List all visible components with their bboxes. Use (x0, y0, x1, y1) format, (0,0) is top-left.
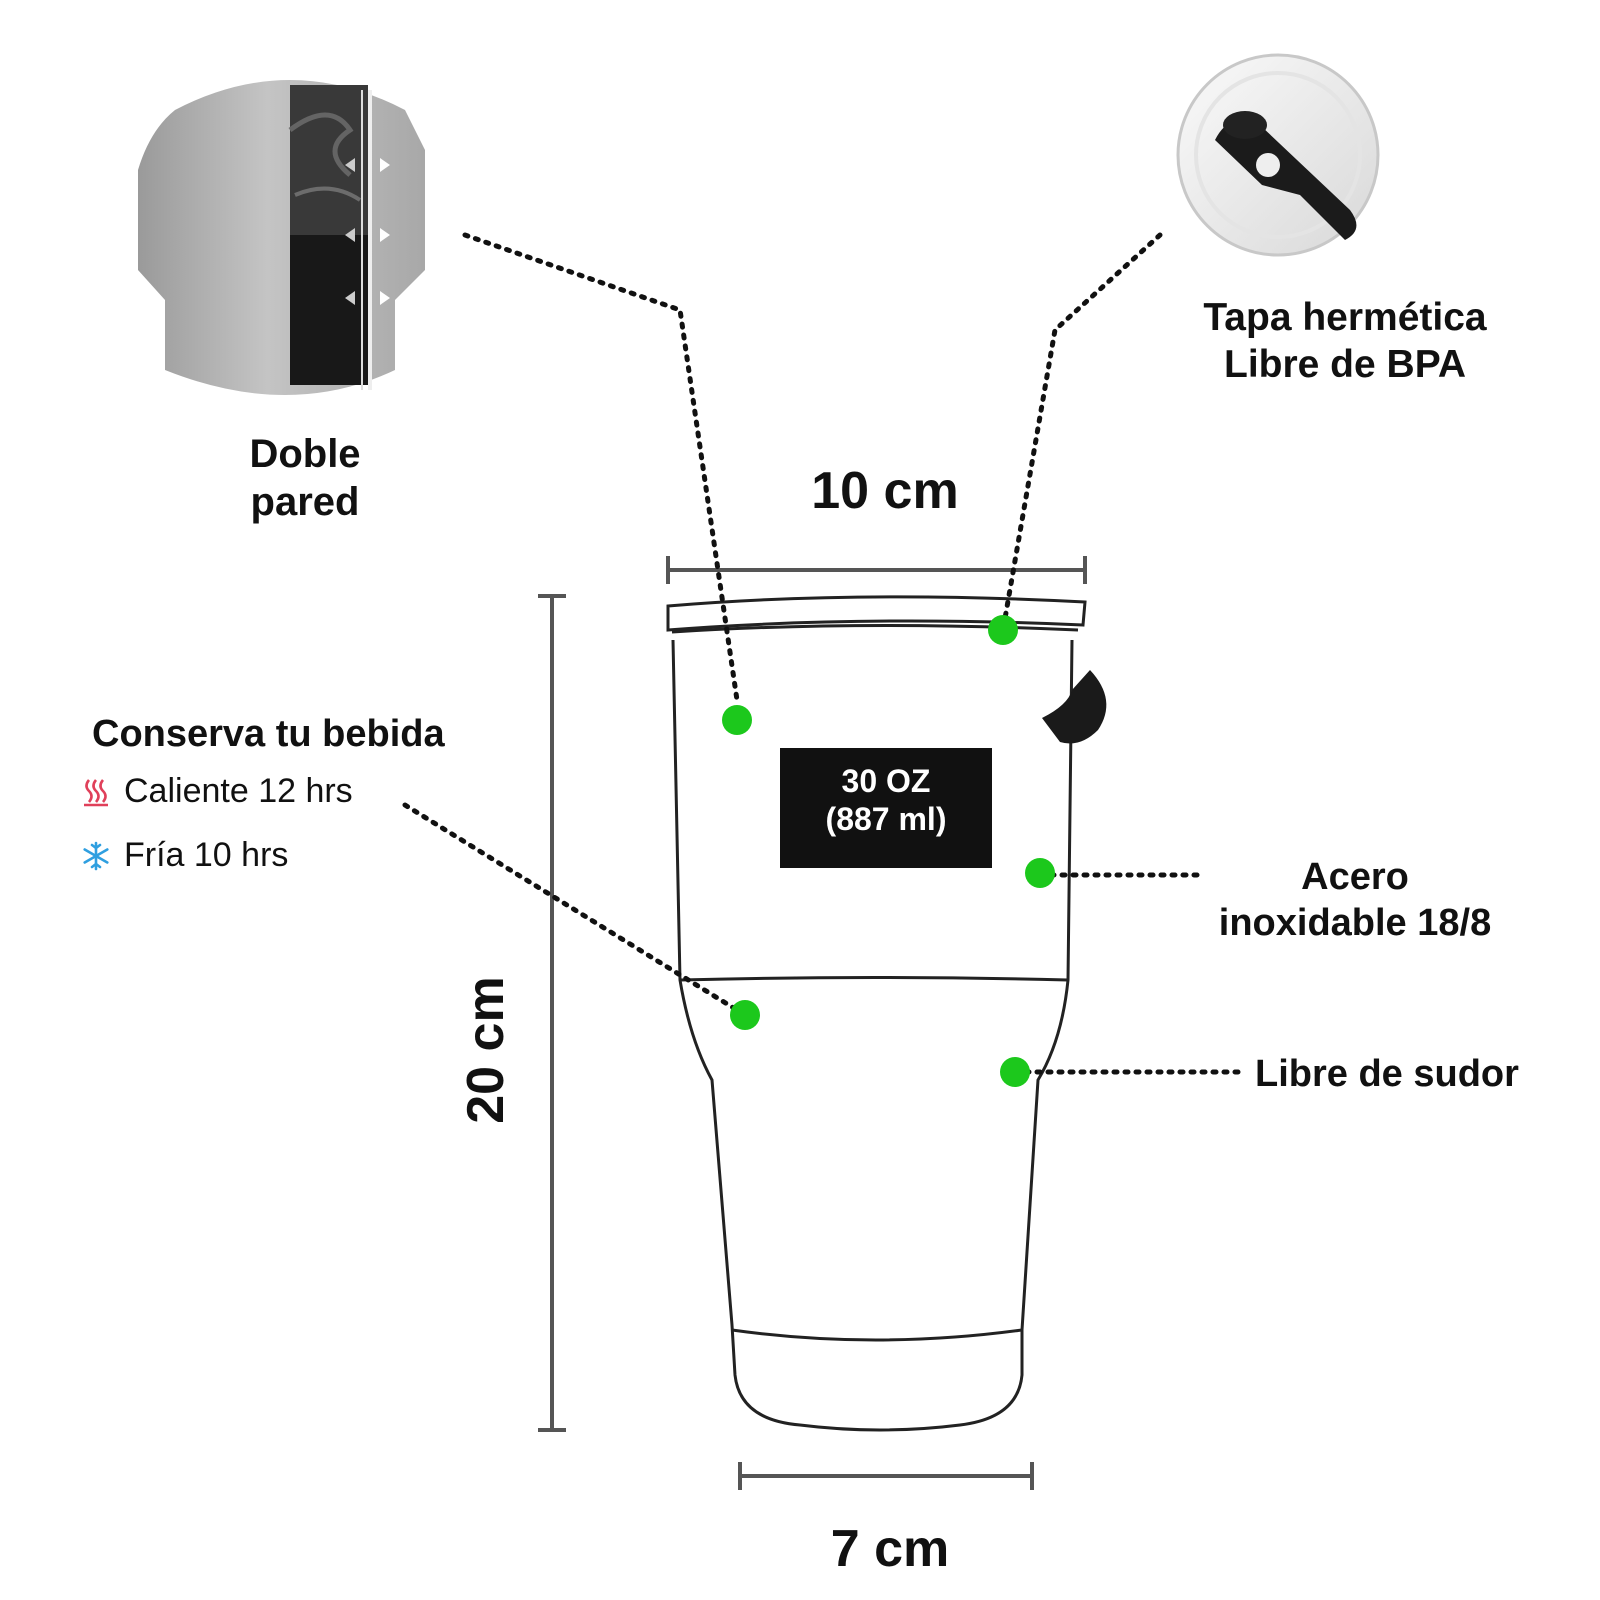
callout-dots (722, 615, 1055, 1087)
capacity-label-box (780, 748, 992, 868)
double-wall-label: Doble pared (220, 430, 390, 526)
lid-illustration (1176, 53, 1380, 257)
bottom-width-dimension (738, 1462, 1034, 1490)
snowflake-icon (83, 841, 109, 870)
bottom-width-label: 7 cm (830, 1520, 950, 1578)
double-wall-illustration (138, 80, 425, 395)
leader-lines (402, 232, 1243, 1075)
callout-dot-lid (988, 615, 1018, 645)
capacity-label: 30 OZ (887 ml) (780, 762, 992, 839)
keeps-hot-row: Caliente 12 hrs (80, 772, 353, 811)
callout-dot-steel (1025, 858, 1055, 888)
keeps-hot-text: Caliente 12 hrs (124, 772, 353, 810)
lid-line1: Tapa hermética (1203, 296, 1487, 339)
sweat-label: Libre de sudor (1255, 1053, 1519, 1095)
keeps-cold-row: Fría 10 hrs (80, 836, 288, 875)
double-wall-line2: pared (250, 480, 360, 524)
lid-line2: Libre de BPA (1224, 342, 1466, 386)
top-width-dimension (666, 556, 1087, 584)
keeps-cold-text: Fría 10 hrs (124, 836, 289, 874)
lid-label: Tapa hermética Libre de BPA (1170, 295, 1520, 389)
tumbler-outline (666, 595, 1087, 1432)
capacity-line2: (887 ml) (825, 801, 947, 838)
steel-line1: Acero (1301, 856, 1409, 898)
top-width-label: 10 cm (811, 462, 959, 520)
steel-label: Acero inoxidable 18/8 (1190, 855, 1520, 946)
height-label: 20 cm (457, 976, 515, 1124)
handle-clip (1042, 670, 1107, 744)
height-dimension (538, 594, 566, 1432)
callout-dot-keeps (730, 1000, 760, 1030)
double-wall-line1: Doble (249, 432, 361, 476)
steel-line2: inoxidable 18/8 (1218, 901, 1492, 944)
callout-dot-double-wall (722, 705, 752, 735)
capacity-line1: 30 OZ (841, 763, 931, 799)
hot-steam-icon (84, 778, 108, 806)
callout-dot-sweat (1000, 1057, 1030, 1087)
keeps-title: Conserva tu bebida (92, 713, 445, 755)
